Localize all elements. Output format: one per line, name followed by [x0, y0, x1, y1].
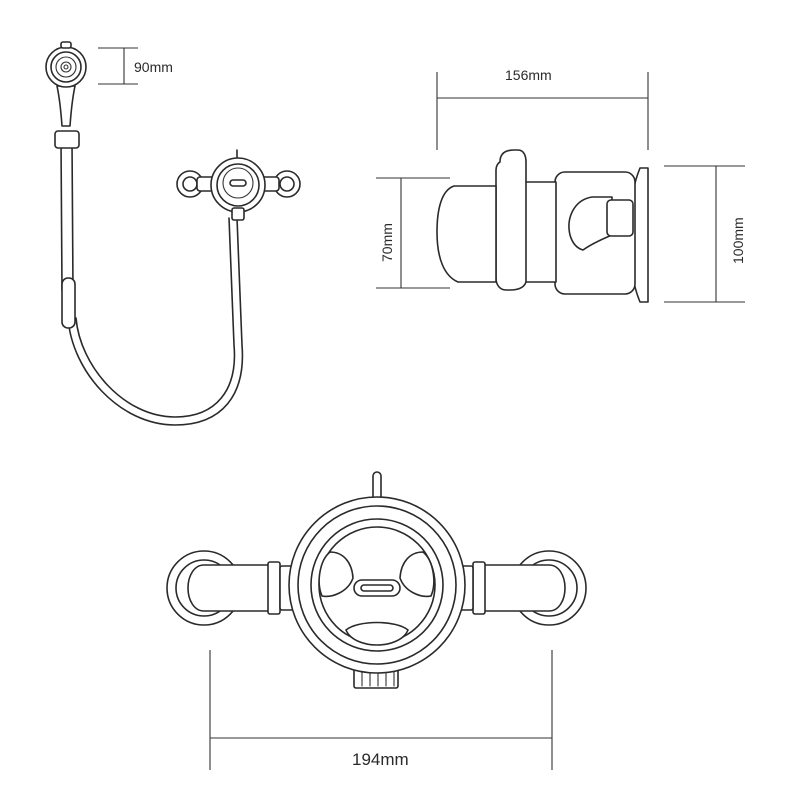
right-inlet-arm — [480, 564, 566, 612]
dim-156-label: 156mm — [505, 67, 552, 83]
dim-194-label: 194mm — [352, 750, 409, 769]
dim-100-label: 100mm — [730, 217, 746, 264]
knob-lobe-left — [318, 551, 354, 598]
dim-70-label: 70mm — [379, 223, 395, 262]
center-indicator — [353, 579, 401, 597]
valve-shroud-ring — [297, 505, 457, 665]
knob-lobe-bottom — [345, 621, 409, 646]
dim-90-label: 90mm — [134, 59, 173, 75]
shower-kit-overview: 90mm — [45, 41, 301, 426]
riser-rail — [60, 139, 63, 291]
side-elevation: 156mm 70mm 100mm — [376, 67, 746, 303]
shower-hose — [67, 217, 244, 426]
handset-head — [45, 41, 87, 88]
handset-handle — [56, 85, 76, 127]
valve-small — [176, 149, 301, 221]
right-nut-ring — [472, 561, 486, 615]
rail-end-cap — [61, 277, 76, 329]
outlet-elbow — [568, 196, 613, 251]
knob-lobe-right — [399, 551, 435, 598]
left-nut-ring — [267, 561, 281, 615]
control-knob-side — [436, 185, 497, 283]
rail-bracket — [54, 130, 80, 149]
riser-rail-edge — [71, 139, 74, 291]
shower-hose-inner — [75, 217, 236, 418]
outlet-nut — [606, 199, 634, 237]
center-indicator-slot — [360, 584, 394, 592]
left-inlet-arm — [187, 564, 273, 612]
front-elevation: 194mm — [166, 471, 587, 770]
